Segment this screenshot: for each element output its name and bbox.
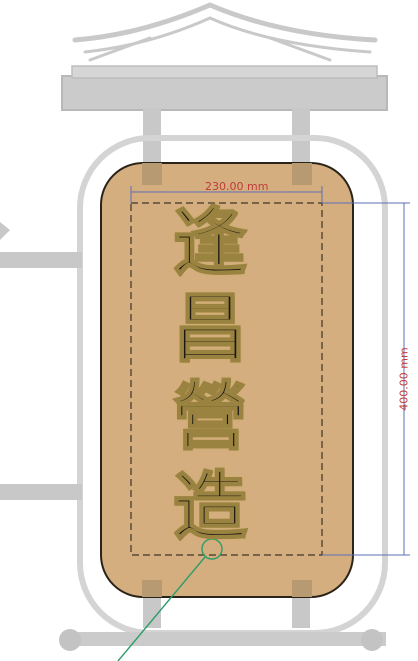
left-lower-bracket (0, 484, 82, 500)
height-dimension (322, 202, 410, 556)
top-right-mount (292, 163, 312, 185)
sign-character-2: 昌 (172, 286, 248, 372)
left-upper-bracket (0, 252, 82, 268)
sign-character-4: 造 (172, 464, 248, 550)
top-left-mount (142, 163, 162, 185)
width-dimension-label: 230.00 mm (205, 180, 269, 193)
sign-character-1: 逢 (172, 200, 248, 286)
leader-line (117, 538, 223, 661)
height-dimension-label: 400.00 mm (397, 347, 411, 411)
bottom-left-mount (142, 580, 162, 597)
roof (72, 2, 378, 62)
signboard-panel (100, 162, 354, 598)
bottom-right-mount (292, 580, 312, 597)
width-dimension (130, 186, 323, 203)
bottom-rail (66, 632, 386, 646)
sign-character-3: 營 (172, 374, 248, 460)
left-edge-arrow (0, 222, 10, 240)
text-area-outline (130, 202, 323, 556)
roof-beam-cap (71, 65, 378, 79)
bottom-rail-right-knob (361, 629, 383, 651)
bottom-rail-left-knob (59, 629, 81, 651)
roof-beam (61, 75, 388, 111)
